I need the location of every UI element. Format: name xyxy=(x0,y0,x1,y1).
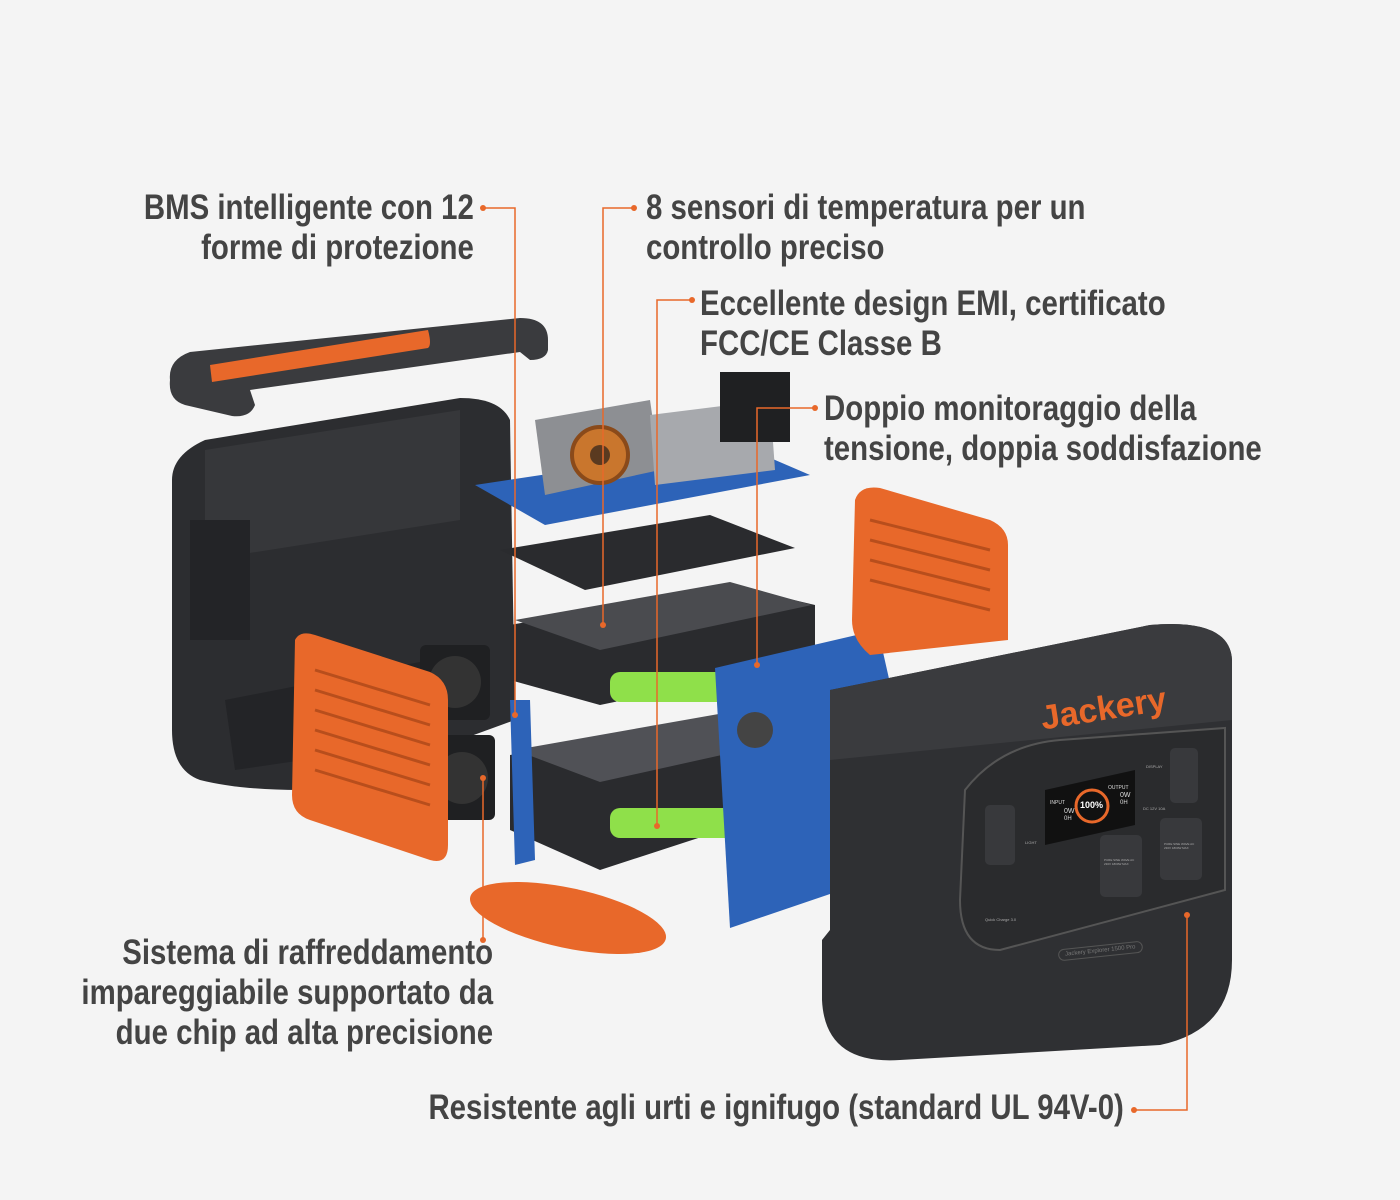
callout-line: forme di protezione xyxy=(201,228,474,267)
leader-lines xyxy=(480,205,1190,1113)
input-label: INPUT xyxy=(1050,800,1065,806)
callout-cooling: Sistema di raffreddamento impareggiabile… xyxy=(81,933,493,1053)
callout-line: FCC/CE Classe B xyxy=(700,324,942,363)
callout-line: impareggiabile supportato da xyxy=(81,973,493,1012)
board-connector xyxy=(737,712,773,748)
quick-charge-label: Quick Charge 3.0 xyxy=(985,917,1017,922)
callout-line: tensione, doppia soddisfazione xyxy=(824,429,1262,468)
battery-display: 100% xyxy=(1080,800,1104,810)
side-vent-left xyxy=(292,633,448,861)
callout-line: 8 sensori di temperatura per un xyxy=(646,188,1086,227)
side-vent-right xyxy=(852,487,1008,655)
ac-outlet-label-2: PURE SINE WAVE AC 230V 1800W MAX xyxy=(1164,842,1195,850)
light-button[interactable]: LIGHT xyxy=(1025,840,1037,845)
callout-line: Sistema di raffreddamento xyxy=(122,933,493,972)
inverter-board xyxy=(475,372,810,525)
callout-line: controllo preciso xyxy=(646,228,885,267)
callout-line: BMS intelligente con 12 xyxy=(143,188,474,227)
callout-emi: Eccellente design EMI, certificato FCC/C… xyxy=(700,284,1166,364)
side-board xyxy=(510,700,535,865)
mounting-plate xyxy=(500,515,795,590)
dc-button[interactable]: DC 12V 10A xyxy=(1143,806,1166,811)
callout-bms: BMS intelligente con 12 forme di protezi… xyxy=(144,188,474,268)
output-label: OUTPUT xyxy=(1108,785,1129,791)
callout-resistant: Resistente agli urti e ignifugo (standar… xyxy=(429,1088,1124,1128)
bottom-vent xyxy=(469,882,667,954)
main-unit xyxy=(822,624,1232,1061)
callout-voltage: Doppio monitoraggio della tensione, dopp… xyxy=(824,389,1262,469)
input-hours: 0H xyxy=(1064,816,1072,822)
callout-sensors: 8 sensori di temperatura per un controll… xyxy=(646,188,1086,268)
callout-line: due chip ad alta precisione xyxy=(115,1013,493,1052)
callout-line: Doppio monitoraggio della xyxy=(824,389,1197,428)
handle xyxy=(169,318,548,417)
callout-line: Resistente agli urti e ignifugo (standar… xyxy=(428,1088,1124,1127)
input-value: 0W xyxy=(1064,808,1075,815)
display-button[interactable]: DISPLAY xyxy=(1146,764,1163,769)
ac-outlet-label-1: PURE SINE WAVE AC 230V 1800W MAX xyxy=(1104,858,1135,866)
callout-line: Eccellente design EMI, certificato xyxy=(700,284,1166,323)
output-hours: 0H xyxy=(1120,800,1128,806)
output-value: 0W xyxy=(1120,792,1131,799)
